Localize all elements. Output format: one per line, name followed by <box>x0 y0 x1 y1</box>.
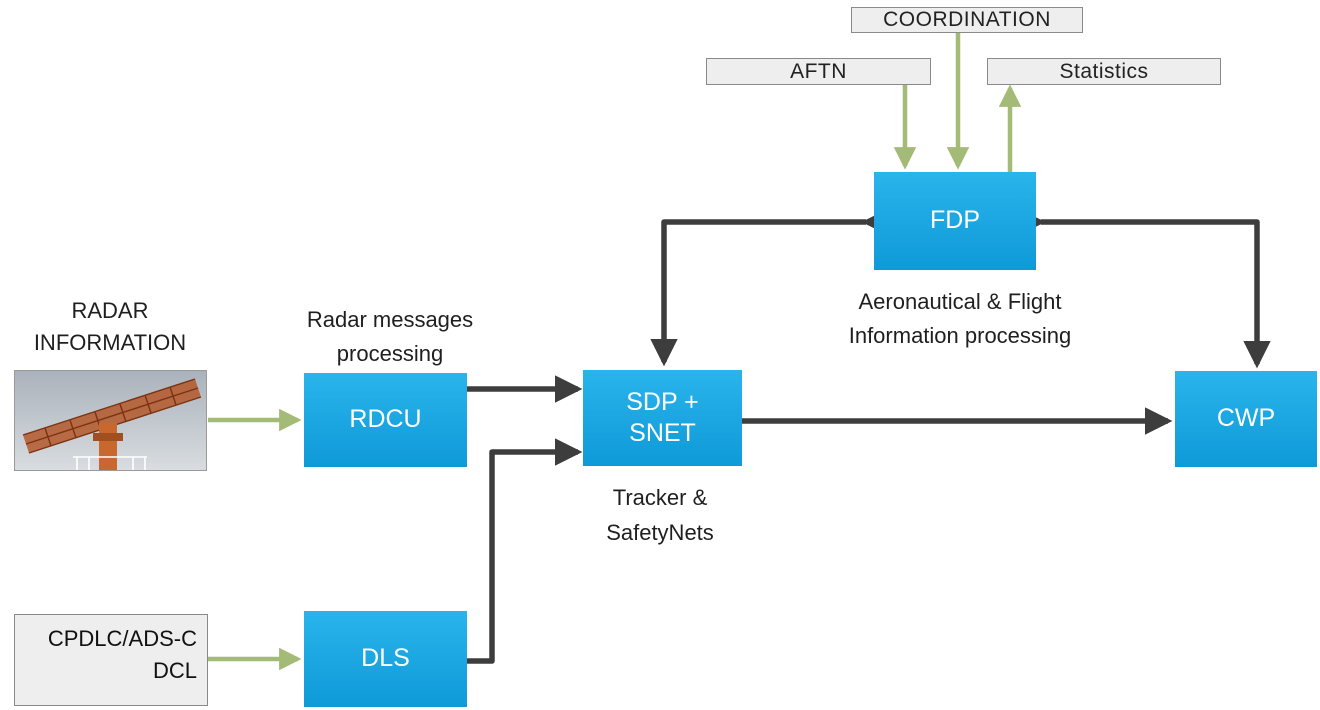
cpdlc-ads-c-dcl-source-box: CPDLC/ADS-C DCL <box>14 614 208 706</box>
coordination-input-box: COORDINATION <box>851 7 1083 33</box>
fdp-caption: Aeronautical & Flight Information proces… <box>848 289 1072 349</box>
dls-node[interactable]: DLS <box>304 611 467 707</box>
radar-antenna-icon <box>15 371 206 470</box>
arrow-dls-to-sdp <box>467 438 583 664</box>
arrow-fdp-cwp-bidirectional <box>1017 208 1271 369</box>
arrow-fdp-sdp-bidirectional <box>650 208 890 367</box>
rdcu-node[interactable]: RDCU <box>304 373 467 467</box>
sdp-snet-node[interactable]: SDP + SNET <box>583 370 742 466</box>
rdcu-caption: Radar messages processing <box>306 307 474 367</box>
fdp-node[interactable]: FDP <box>874 172 1036 270</box>
aftn-input-box: AFTN <box>706 58 931 85</box>
statistics-output-box: Statistics <box>987 58 1221 85</box>
sdp-caption: Tracker & SafetyNets <box>606 485 714 546</box>
radar-antenna-image <box>14 370 207 471</box>
cwp-node[interactable]: CWP <box>1175 371 1317 467</box>
radar-information-label: RADAR INFORMATION <box>33 298 187 355</box>
